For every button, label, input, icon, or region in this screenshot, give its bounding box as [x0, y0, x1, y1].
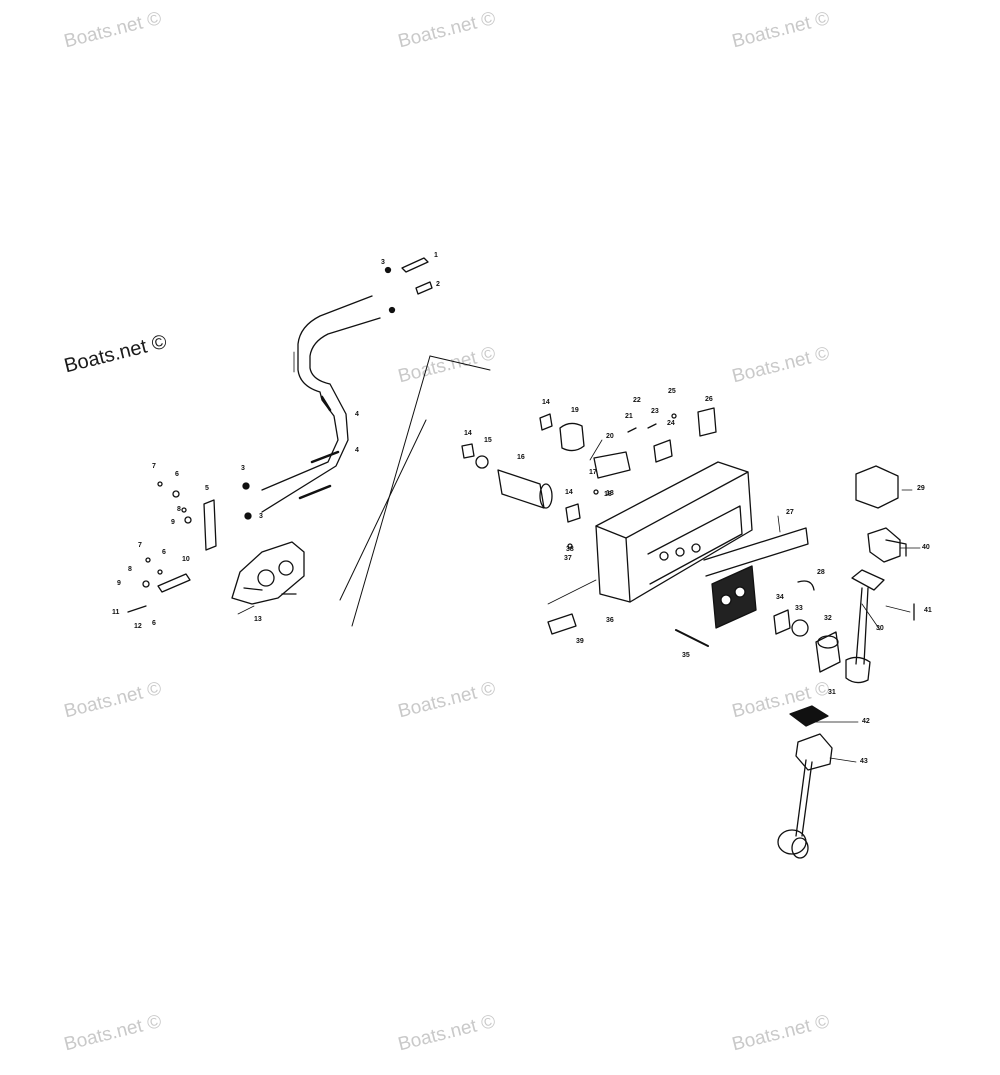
callout-3: 3: [241, 465, 245, 472]
housing-part: [231, 541, 305, 605]
callout-43: 43: [860, 758, 868, 765]
callout-28: 28: [817, 569, 825, 576]
callout-7: 7: [138, 542, 142, 549]
callout-3: 3: [381, 259, 385, 266]
callout-9: 9: [117, 580, 121, 587]
callout-18: 18: [606, 490, 614, 497]
cable-end-parts: [242, 257, 433, 520]
callout-3: 3: [259, 513, 263, 520]
callout-32: 32: [824, 615, 832, 622]
shift-mechanism-parts: [461, 407, 717, 549]
callout-17: 17: [589, 469, 597, 476]
callout-16: 16: [517, 454, 525, 461]
handle-top-parts: [851, 465, 915, 621]
faceplate: [703, 527, 809, 629]
control-lever: [845, 587, 871, 684]
callout-6: 6: [152, 620, 156, 627]
callout-13: 13: [254, 616, 262, 623]
callout-37: 37: [564, 555, 572, 562]
callout-15: 15: [484, 437, 492, 444]
callout-31: 31: [828, 689, 836, 696]
callout-19: 19: [571, 407, 579, 414]
control-box: [595, 461, 753, 603]
linkage-parts: [127, 481, 217, 613]
callout-6: 6: [162, 549, 166, 556]
callout-5: 5: [205, 485, 209, 492]
handle-parts: [773, 580, 841, 673]
grip-and-handle: [777, 705, 833, 859]
callout-11: 11: [112, 609, 120, 616]
callout-18: 18: [604, 491, 612, 498]
callout-14: 14: [565, 489, 573, 496]
callout-9: 9: [171, 519, 175, 526]
callout-29: 29: [917, 485, 925, 492]
callout-24: 24: [667, 420, 675, 427]
callout-27: 27: [786, 509, 794, 516]
callout-39: 39: [576, 638, 584, 645]
callout-20: 20: [606, 433, 614, 440]
control-cables: [261, 295, 381, 513]
callout-36: 36: [606, 617, 614, 624]
callout-38: 38: [566, 546, 574, 553]
callout-42: 42: [862, 718, 870, 725]
pin-and-clip: [547, 579, 709, 647]
callout-34: 34: [776, 594, 784, 601]
divider-lines: [339, 355, 491, 627]
callout-7: 7: [152, 463, 156, 470]
callout-33: 33: [795, 605, 803, 612]
callout-10: 10: [182, 556, 190, 563]
callout-14: 14: [464, 430, 472, 437]
callout-4: 4: [355, 447, 359, 454]
callout-14: 14: [542, 399, 550, 406]
callout-25: 25: [668, 388, 676, 395]
callout-1: 1: [434, 252, 438, 259]
callout-12: 12: [134, 623, 142, 630]
callout-6: 6: [175, 471, 179, 478]
leader-lines: [237, 439, 921, 763]
callout-41: 41: [924, 607, 932, 614]
callout-2: 2: [436, 281, 440, 288]
callout-21: 21: [625, 413, 633, 420]
callout-8: 8: [177, 506, 181, 513]
callout-4: 4: [355, 411, 359, 418]
callout-23: 23: [651, 408, 659, 415]
callout-40: 40: [922, 544, 930, 551]
callout-22: 22: [633, 397, 641, 404]
callout-8: 8: [128, 566, 132, 573]
callout-26: 26: [705, 396, 713, 403]
callout-30: 30: [876, 625, 884, 632]
callout-35: 35: [682, 652, 690, 659]
